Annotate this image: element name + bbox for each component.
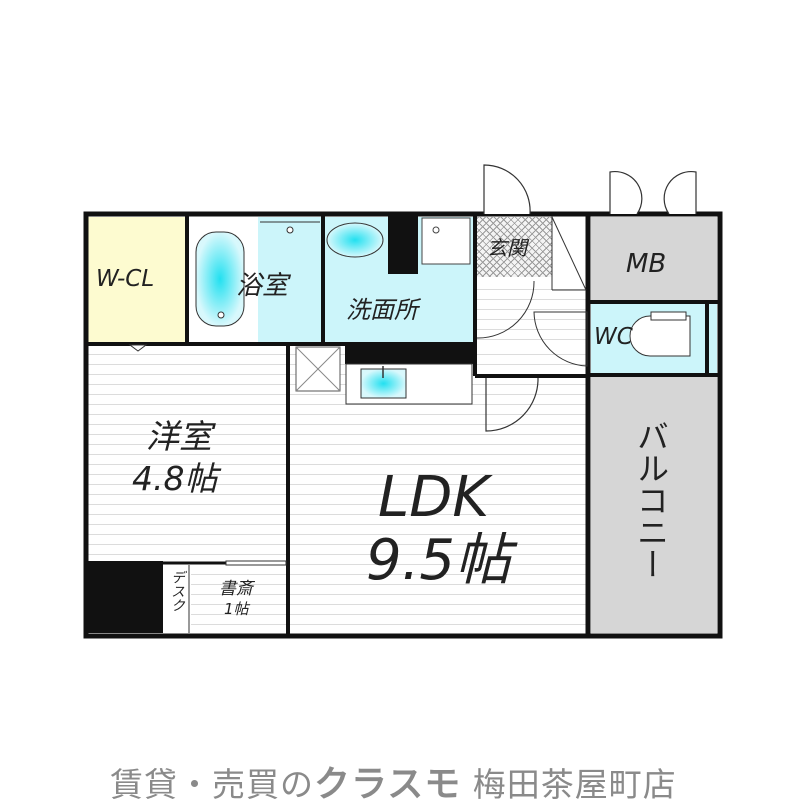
label-washroom: 洗面所 (346, 296, 418, 324)
label-ldk: LDK (378, 465, 490, 530)
room-entrance (477, 217, 552, 277)
footer-branch: 梅田茶屋町店 (461, 765, 677, 804)
label-bath: 浴室 (236, 271, 289, 301)
label-entrance: 玄関 (487, 236, 527, 260)
label-western: 洋室 (146, 417, 212, 456)
room-bath (258, 217, 321, 342)
label-wc: WC (594, 324, 633, 350)
footer-prefix: 賃貸・売買の (110, 765, 314, 804)
label-study: 書斎 (219, 579, 253, 599)
label-western-size: 4.8帖 (132, 459, 218, 498)
room-storage-black (88, 561, 163, 633)
label-balcony: バルコニー (632, 420, 670, 580)
label-desk: デスク (169, 570, 185, 612)
label-mb: MB (626, 249, 667, 279)
label-study-size: 1帖 (224, 600, 249, 618)
room-balcony (591, 377, 717, 633)
footer-brand: 賃貸・売買のクラスモ 梅田茶屋町店 (110, 755, 677, 807)
footer-brand-name: クラスモ (314, 764, 462, 805)
room-mb (591, 217, 717, 301)
room-desk (163, 565, 191, 633)
label-wcl: W-CL (96, 266, 155, 292)
room-study (191, 565, 286, 633)
label-ldk-size: 9.5帖 (366, 528, 512, 593)
room-wcl (88, 217, 186, 342)
room-western (88, 345, 286, 561)
